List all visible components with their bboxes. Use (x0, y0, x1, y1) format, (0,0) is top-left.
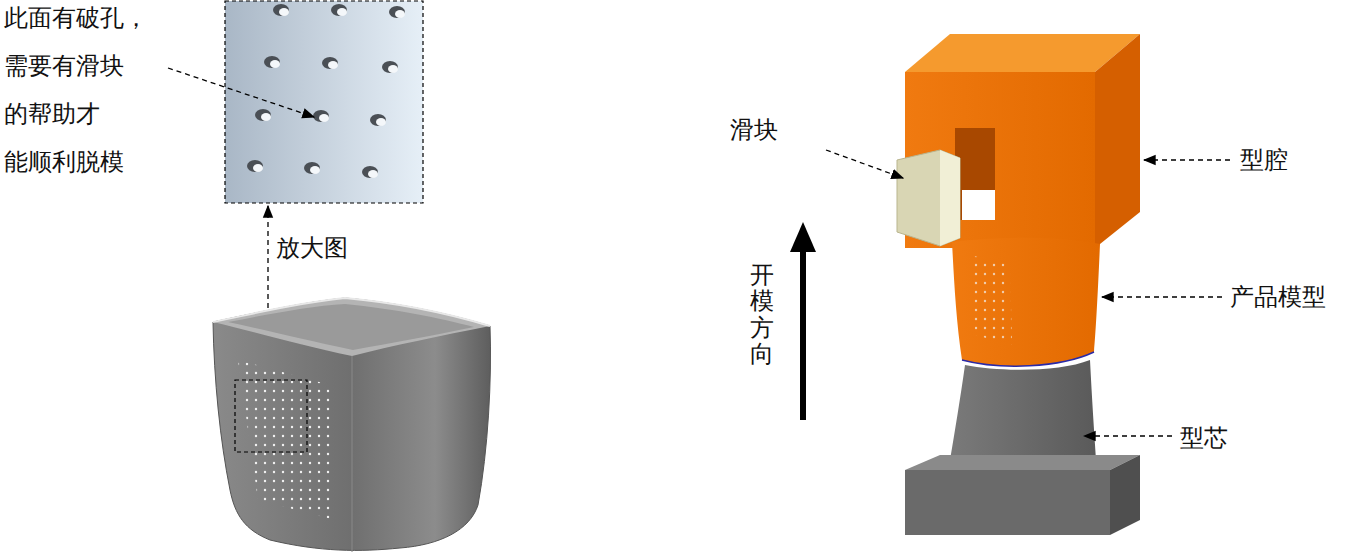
leader-line (1144, 159, 1230, 160)
leader-line (1084, 435, 1172, 436)
note-text: 此面有破孔， 需要有滑块 的帮助才 能顺利脱模 (4, 0, 162, 186)
part-label: 型芯 (1180, 424, 1228, 453)
leader-line (168, 68, 314, 117)
product-part (213, 298, 491, 552)
part-label: 型腔 (1240, 146, 1288, 175)
part-label: 产品模型 (1230, 283, 1326, 312)
view-label: 放大图 (276, 234, 348, 263)
product-model (952, 238, 1100, 366)
core-block (905, 360, 1140, 535)
direction-label: 开模方向 (750, 262, 774, 368)
slider-block (897, 150, 960, 246)
leader-line (826, 150, 903, 178)
holes (247, 4, 405, 178)
leader-line (1102, 296, 1222, 297)
cavity-block (905, 34, 1140, 248)
part-label: 滑块 (730, 116, 778, 145)
direction-arrow (800, 250, 806, 420)
direction-arrowhead (790, 222, 816, 252)
zoom-panel (225, 1, 423, 203)
